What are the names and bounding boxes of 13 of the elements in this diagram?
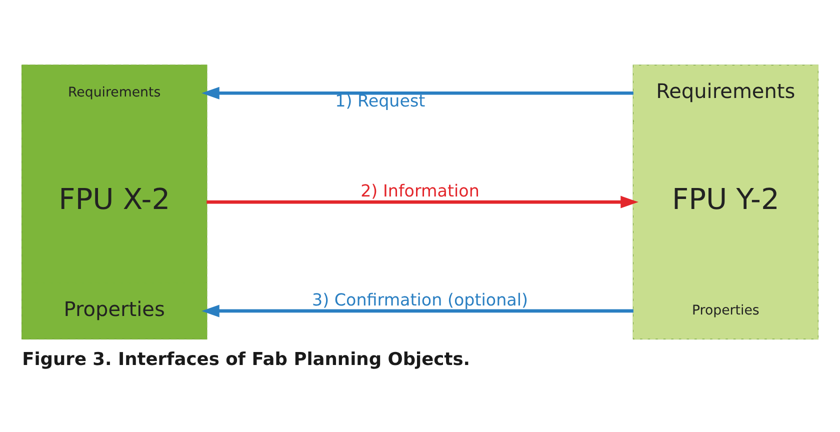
arrow xyxy=(202,86,634,99)
edge-label: 2) Information xyxy=(360,180,480,200)
caption: Figure 3. Interfaces of Fab Planning Objects. xyxy=(22,348,470,370)
arrow xyxy=(202,304,634,317)
arrow xyxy=(206,195,638,208)
node-box: Properties xyxy=(22,282,208,339)
node-box: Requirements xyxy=(22,64,208,121)
edge-label: 3) Confirmation (optional) xyxy=(312,290,528,309)
node-box: Properties xyxy=(632,282,818,339)
node-box: FPU Y-2 xyxy=(632,120,818,282)
node-box: FPU X-2 xyxy=(22,120,208,282)
edge-label: 1) Request xyxy=(335,90,426,110)
node-box: Requirements xyxy=(632,64,818,121)
